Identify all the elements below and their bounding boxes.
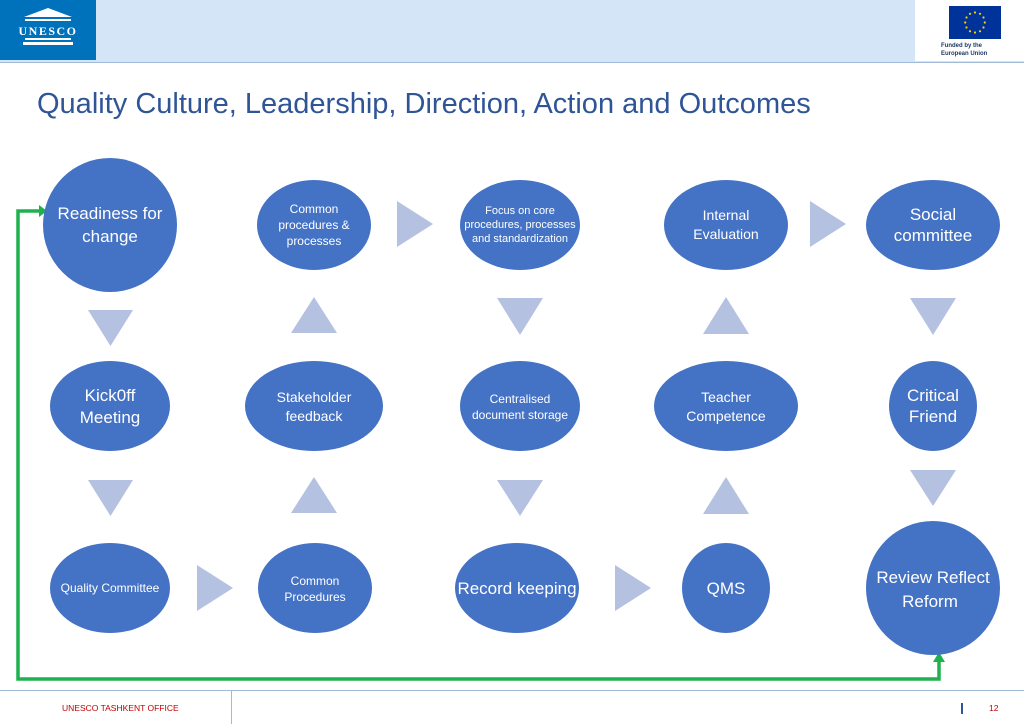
node-label-line: Kick0ff [85, 386, 136, 405]
node-label-line: Meeting [80, 408, 140, 427]
node-label-line: procedures, processes [464, 219, 576, 231]
node-label-line: Teacher [701, 389, 751, 405]
eu-caption-line1: Funded by the [941, 43, 982, 49]
arrow-right-icon [397, 201, 433, 247]
node-label-line: Stakeholder [277, 389, 352, 405]
node-label-line: processes [287, 234, 342, 248]
eu-funding-badge: Funded by the European Union [915, 0, 1024, 61]
node-label-line: QMS [707, 579, 746, 598]
node-readiness-for-change: Readiness for change [43, 158, 177, 292]
feedback-loop-line [16, 209, 941, 681]
loop-arrowhead-right [39, 205, 47, 217]
node-label-line: Competence [686, 408, 766, 424]
eu-caption: Funded by the European Union [941, 42, 1017, 58]
arrow-right-icon [810, 201, 846, 247]
node-label-line: Reform [902, 592, 958, 611]
node-centralised-document-storage: Centralised document storage [460, 361, 580, 451]
page-title: Quality Culture, Leadership, Direction, … [37, 88, 811, 120]
arrow-down-icon [88, 480, 133, 516]
node-label-line: Centralised [490, 392, 551, 406]
svg-text:Quality Committee: Quality Committee [61, 581, 160, 595]
node-label-line: document storage [472, 408, 568, 422]
node-label-line: committee [894, 226, 972, 245]
header-band [0, 0, 1024, 63]
footer-separator-bar [961, 703, 963, 714]
node-qms: QMS [682, 543, 770, 633]
arrow-up-icon [291, 477, 337, 513]
node-label-line: change [82, 227, 138, 246]
node-quality-committee: Quality Committee [50, 543, 170, 633]
arrow-down-icon [88, 310, 133, 346]
node-label-line: feedback [286, 408, 344, 424]
node-label-line: Procedures [284, 590, 345, 604]
node-label-line: Review Reflect [876, 568, 990, 587]
svg-text:Record keeping: Record keeping [457, 579, 576, 598]
node-label-line: Quality Committee [61, 581, 160, 595]
node-label-line: Focus on core [485, 205, 555, 217]
node-label-line: Social [910, 205, 956, 224]
svg-text:QMS: QMS [707, 579, 746, 598]
footer-divider-line [0, 690, 1024, 691]
unesco-logo: UNESCO [0, 0, 96, 60]
footer-vertical-divider [231, 690, 232, 724]
node-focus-on-core: Focus on core procedures, processes and st… [460, 180, 580, 270]
node-label-line: Common [291, 574, 340, 588]
arrow-down-icon [910, 298, 956, 335]
arrow-down-icon [497, 480, 543, 516]
loop-arrowhead-up [933, 652, 945, 662]
node-label-line: Friend [909, 407, 957, 426]
node-stakeholder-feedback: Stakeholder feedback [245, 361, 383, 451]
eu-caption-line2: European Union [941, 51, 988, 57]
arrow-up-icon [291, 297, 337, 333]
node-label-line: Common [290, 202, 339, 216]
node-label-line: Record keeping [457, 579, 576, 598]
eu-flag-icon [949, 6, 1001, 39]
arrow-right-icon [197, 565, 233, 611]
node-label-line: Readiness for [58, 204, 163, 223]
node-common-procedures-processes: Common procedures & processes [257, 180, 371, 270]
node-record-keeping: Record keeping [455, 543, 579, 633]
arrow-right-icon [615, 565, 651, 611]
page-number: 12 [989, 703, 999, 713]
node-label-line: and standardization [472, 233, 568, 245]
arrow-down-icon [910, 470, 956, 506]
arrow-down-icon [497, 298, 543, 335]
node-label-line: Internal [703, 207, 750, 223]
node-label-line: Critical [907, 386, 959, 405]
node-label-line: Evaluation [693, 226, 758, 242]
arrow-up-icon [703, 297, 749, 334]
node-label-line: procedures & [278, 218, 349, 232]
node-social-committee: Social committee [866, 180, 1000, 270]
unesco-logo-text: UNESCO [18, 24, 77, 38]
arrow-up-icon [703, 477, 749, 514]
footer-office-label: UNESCO TASHKENT OFFICE [62, 703, 179, 713]
